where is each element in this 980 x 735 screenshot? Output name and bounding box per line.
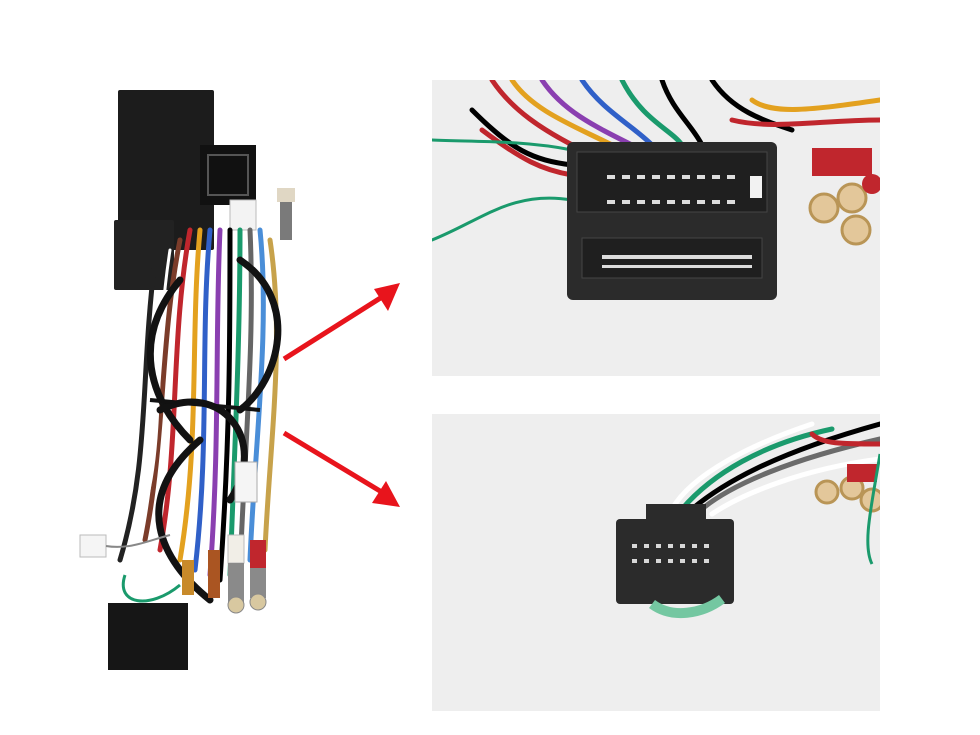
control-box [118, 90, 214, 250]
large-connector-closeup [432, 80, 880, 376]
arrow-to-top-detail [270, 275, 420, 365]
small-connector-body [616, 519, 734, 604]
arrow-to-bottom-detail [270, 425, 420, 515]
wiring-harness-illustration [79, 90, 295, 670]
small-connector-closeup [432, 414, 880, 711]
side-connector [114, 220, 174, 290]
bottom-connector [108, 603, 188, 670]
wiring-harness-photo [70, 80, 310, 680]
